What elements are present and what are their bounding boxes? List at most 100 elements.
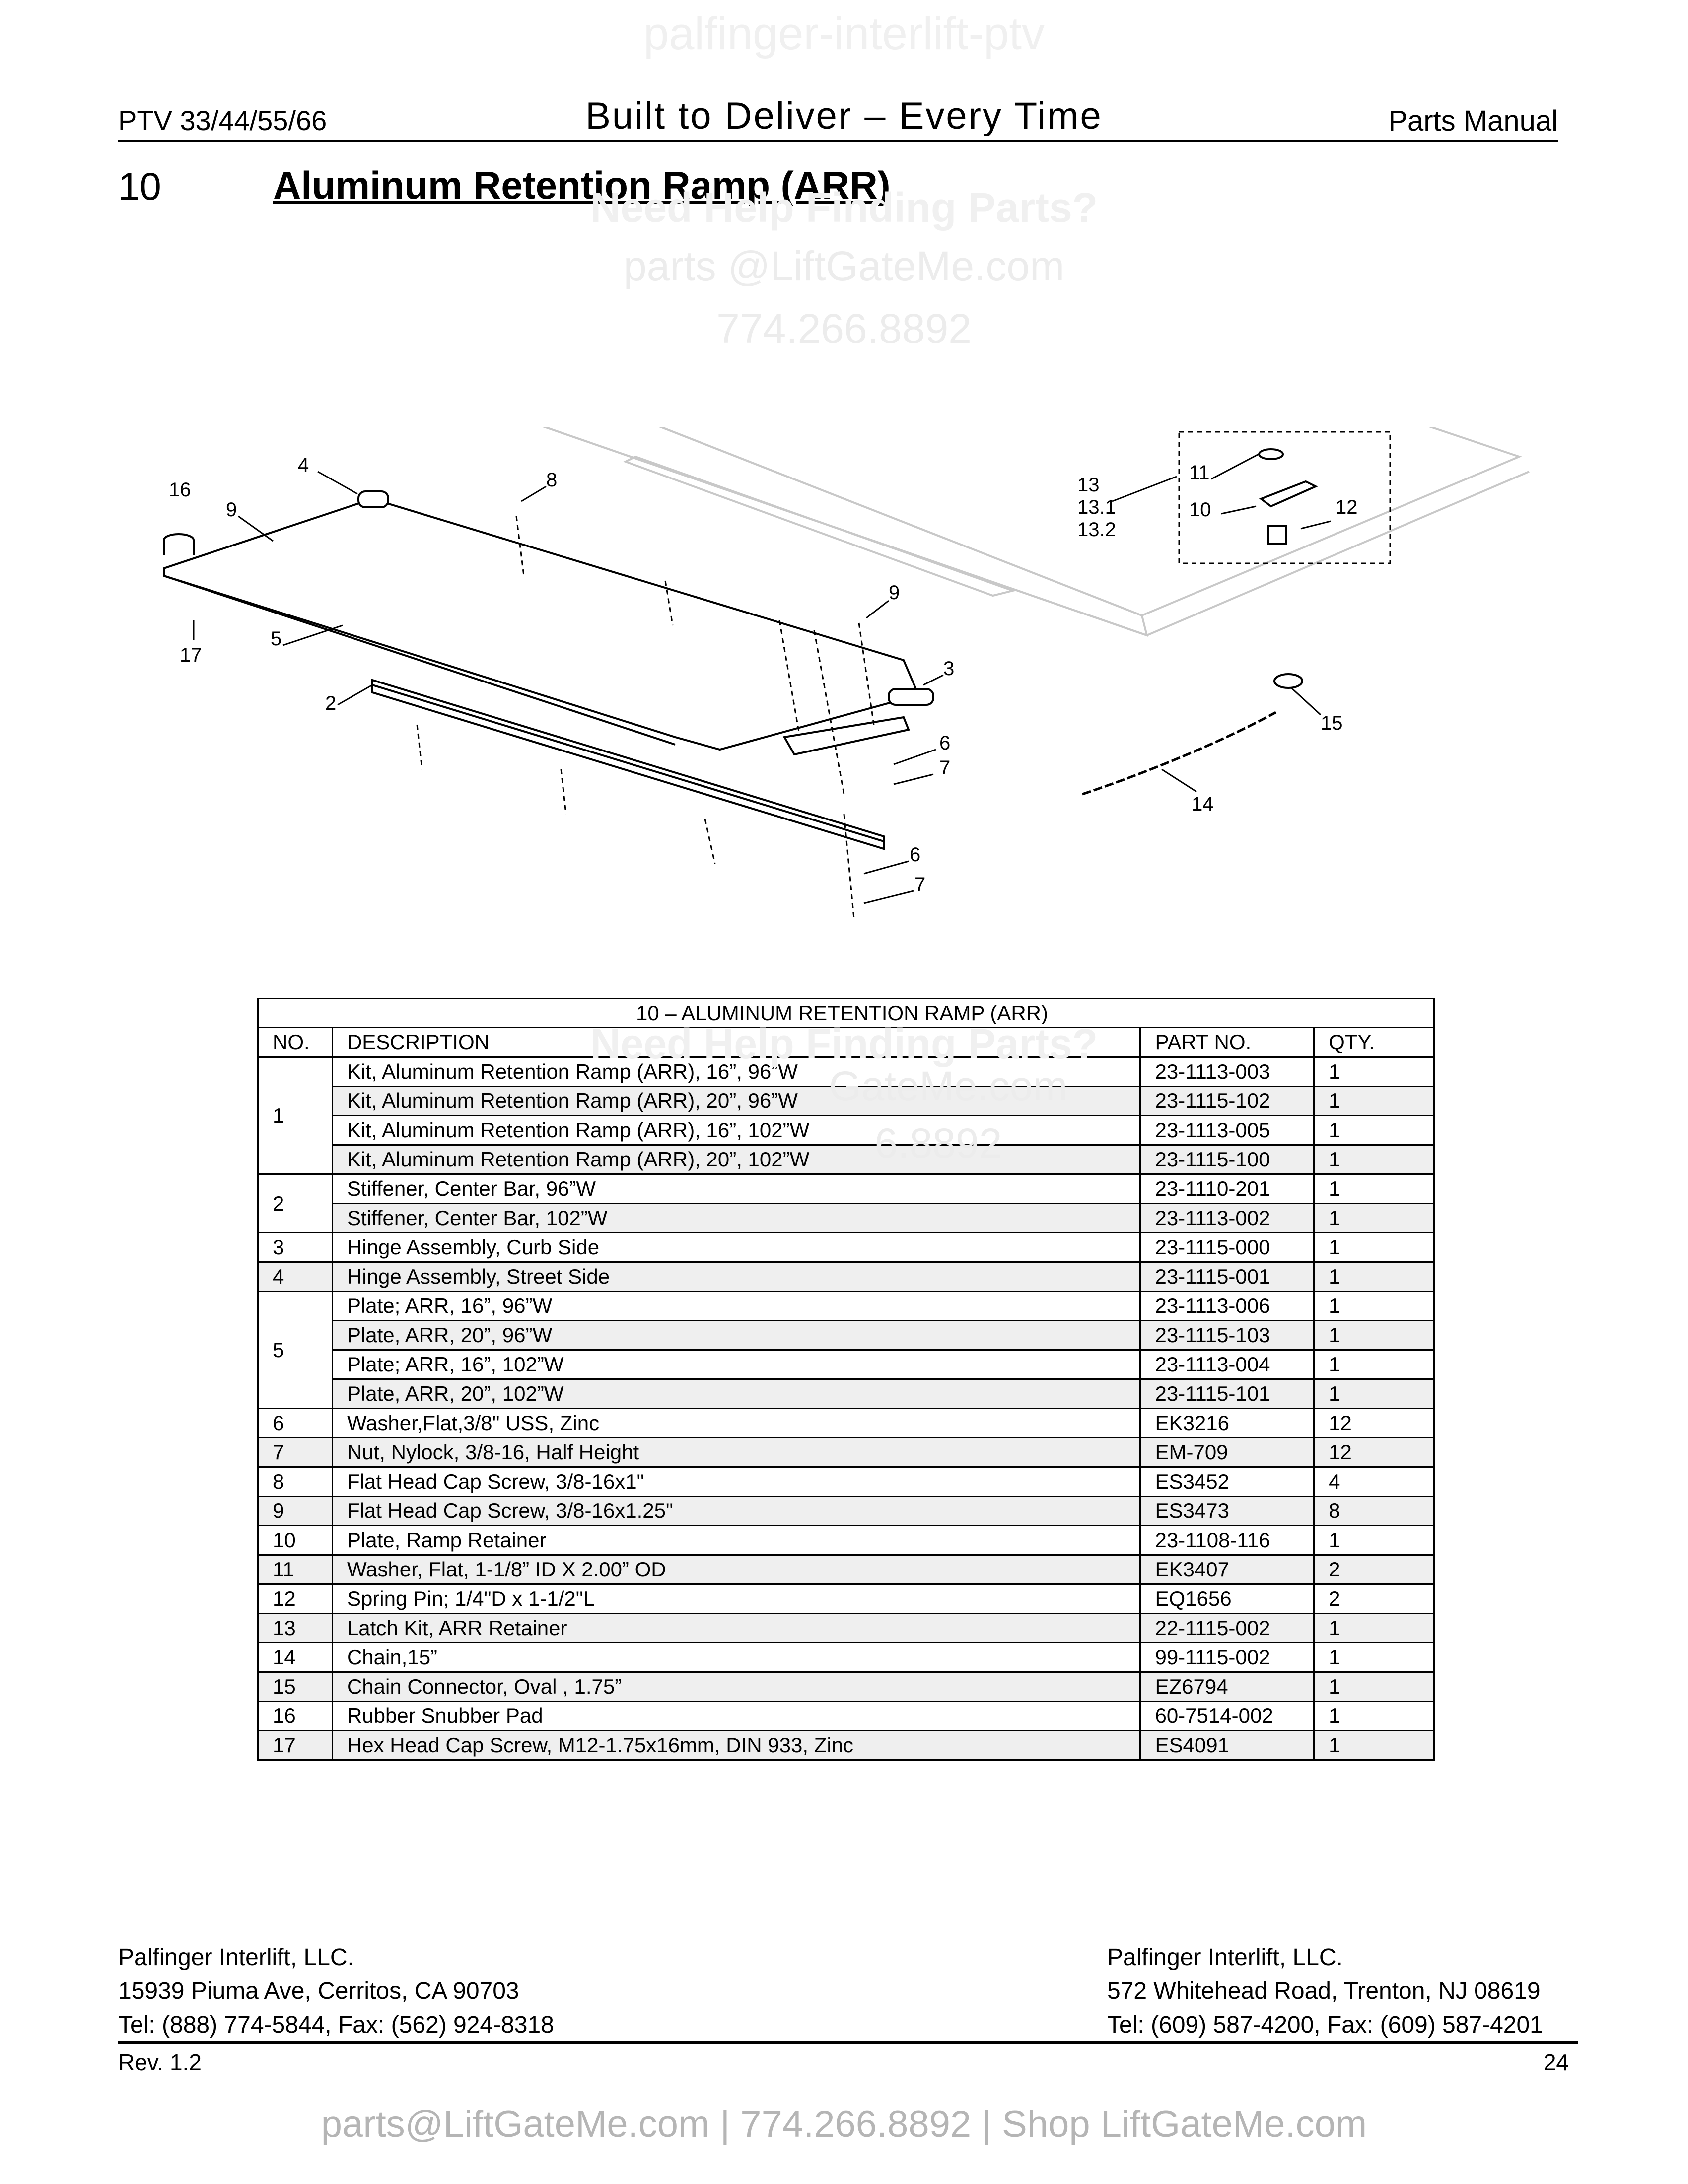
callout-13: 13	[1077, 474, 1100, 496]
leader-lines	[193, 453, 1331, 904]
cell-quantity: 4	[1313, 1466, 1435, 1497]
cell-description: Plate; ARR, 16”, 96”W	[331, 1291, 1141, 1321]
callout-13-1: 13.1	[1077, 496, 1116, 518]
hinge-plate	[782, 716, 910, 756]
fastener-lines	[416, 516, 875, 919]
cell-quantity: 1	[1313, 1291, 1435, 1321]
header-manual-type: Parts Manual	[1388, 105, 1558, 137]
cell-item-no: 7	[257, 1437, 333, 1468]
cell-description: Chain Connector, Oval , 1.75”	[331, 1671, 1141, 1702]
cell-quantity: 1	[1313, 1671, 1435, 1702]
cell-description: Hinge Assembly, Street Side	[331, 1261, 1141, 1292]
cell-part-number: 23-1115-102	[1139, 1086, 1315, 1116]
cell-description: Kit, Aluminum Retention Ramp (ARR), 20”,…	[331, 1086, 1141, 1116]
watermark-email-table: GateMe.com	[829, 1063, 1068, 1109]
callout-3: 3	[943, 658, 954, 680]
parts-table: 10 – ALUMINUM RETENTION RAMP (ARR) NO. D…	[257, 998, 1435, 1761]
cell-quantity: 1	[1313, 1349, 1435, 1380]
cell-description: Hex Head Cap Screw, M12-1.75x16mm, DIN 9…	[331, 1730, 1141, 1761]
header-model: PTV 33/44/55/66	[118, 105, 327, 136]
cell-quantity: 1	[1313, 1203, 1435, 1233]
cell-item-no: 11	[257, 1554, 333, 1585]
cell-part-number: 99-1115-002	[1139, 1642, 1315, 1673]
chain	[1082, 711, 1277, 796]
cell-description: Plate, ARR, 20”, 102”W	[331, 1378, 1141, 1409]
cell-description: Flat Head Cap Screw, 3/8-16x1"	[331, 1466, 1141, 1497]
cell-quantity: 1	[1313, 1144, 1435, 1175]
footer-west-street: 15939 Piuma Ave, Cerritos, CA 90703	[118, 1978, 519, 2004]
liftgate-platform	[541, 427, 1530, 637]
cell-description: Hinge Assembly, Curb Side	[331, 1232, 1141, 1263]
cell-item-no: 3	[257, 1232, 333, 1263]
callout-9a: 9	[226, 499, 237, 521]
cell-part-number: 23-1115-101	[1139, 1378, 1315, 1409]
callout-16: 16	[169, 479, 191, 501]
cell-part-number: 23-1115-100	[1139, 1144, 1315, 1175]
cell-item-no: 16	[257, 1701, 333, 1731]
cell-part-number: 23-1115-001	[1139, 1261, 1315, 1292]
cell-description: Kit, Aluminum Retention Ramp (ARR), 16”,…	[331, 1115, 1141, 1146]
col-header-description: DESCRIPTION	[331, 1027, 1141, 1058]
cell-quantity: 1	[1313, 1173, 1435, 1204]
cell-description: Nut, Nylock, 3/8-16, Half Height	[331, 1437, 1141, 1468]
cell-part-number: EZ6794	[1139, 1671, 1315, 1702]
cell-item-no: 4	[257, 1261, 333, 1292]
cell-quantity: 1	[1313, 1056, 1435, 1087]
cell-item-no: 6	[257, 1408, 333, 1438]
callout-12: 12	[1336, 496, 1358, 518]
cell-quantity: 12	[1313, 1408, 1435, 1438]
latch-kit-box	[1178, 431, 1391, 564]
cell-quantity: 1	[1313, 1115, 1435, 1146]
cell-description: Stiffener, Center Bar, 102”W	[331, 1203, 1141, 1233]
callout-4: 4	[298, 454, 309, 476]
ramp-plate	[163, 497, 920, 751]
cell-item-no: 1	[257, 1056, 333, 1175]
footer-address-east: Palfinger Interlift, LLC. 572 Whitehead …	[1107, 1941, 1543, 2042]
cell-part-number: ES3452	[1139, 1466, 1315, 1497]
cell-item-no: 8	[257, 1466, 333, 1497]
cell-part-number: ES4091	[1139, 1730, 1315, 1761]
cell-quantity: 12	[1313, 1437, 1435, 1468]
cell-quantity: 1	[1313, 1730, 1435, 1761]
cell-part-number: EK3216	[1139, 1408, 1315, 1438]
cell-part-number: EK3407	[1139, 1554, 1315, 1585]
callout-10: 10	[1189, 499, 1211, 521]
section-number: 10	[118, 164, 161, 208]
cell-description: Plate, Ramp Retainer	[331, 1525, 1141, 1556]
cell-part-number: 23-1113-003	[1139, 1056, 1315, 1087]
watermark-help-table: Need Help Finding Parts?	[590, 1021, 1098, 1067]
cell-part-number: 23-1115-000	[1139, 1232, 1315, 1263]
spring-pin	[1267, 525, 1287, 545]
cell-item-no: 17	[257, 1730, 333, 1761]
footer-east-phone: Tel: (609) 587-4200, Fax: (609) 587-4201	[1107, 2012, 1543, 2038]
cell-part-number: 23-1113-002	[1139, 1203, 1315, 1233]
watermark-phone-table: 6.8892	[874, 1120, 1002, 1166]
cell-description: Kit, Aluminum Retention Ramp (ARR), 20”,…	[331, 1144, 1141, 1175]
page-number: 24	[1543, 2049, 1569, 2075]
cell-item-no: 13	[257, 1613, 333, 1643]
cell-description: Washer, Flat, 1-1/8” ID X 2.00” OD	[331, 1554, 1141, 1585]
table-row: Kit, Aluminum Retention Ramp (ARR), 20”,…	[258, 1086, 1435, 1116]
col-header-part-no: PART NO.	[1139, 1027, 1315, 1058]
cell-description: Washer,Flat,3/8" USS, Zinc	[331, 1408, 1141, 1438]
callout-5: 5	[271, 628, 281, 650]
callout-11: 11	[1189, 462, 1210, 483]
cell-quantity: 1	[1313, 1701, 1435, 1731]
callout-2: 2	[325, 692, 336, 714]
cell-quantity: 8	[1313, 1496, 1435, 1526]
cell-description: Flat Head Cap Screw, 3/8-16x1.25"	[331, 1496, 1141, 1526]
cell-description: Kit, Aluminum Retention Ramp (ARR), 16”,…	[331, 1056, 1141, 1087]
cell-description: Chain,15”	[331, 1642, 1141, 1673]
